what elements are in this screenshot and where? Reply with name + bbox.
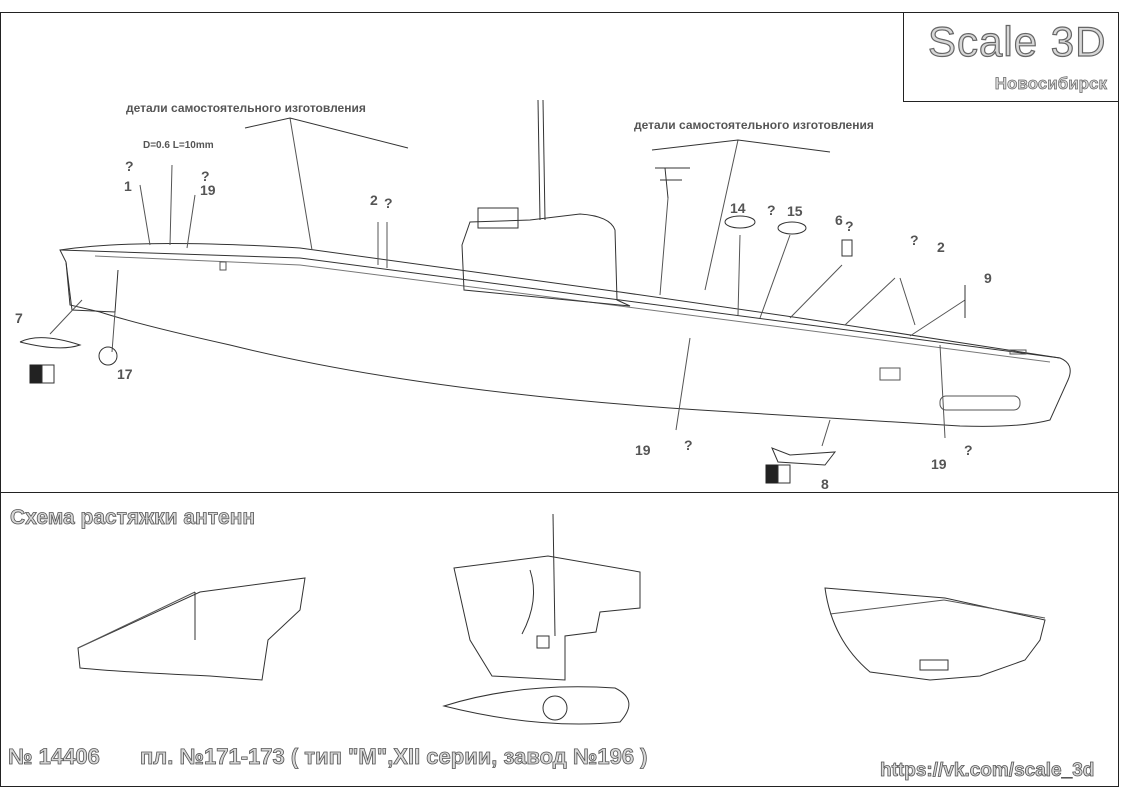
bracket-right [651, 139, 831, 153]
part-number-7: 7 [15, 310, 23, 326]
arrow-glyph-icon-left [29, 364, 55, 384]
hull-outline [59, 242, 1071, 427]
part-7 [19, 337, 82, 349]
scheme-bow [824, 587, 1046, 681]
leader-lines [49, 117, 966, 447]
question-14: ? [767, 202, 776, 218]
stern-fin [65, 261, 119, 313]
section-divider [0, 492, 1119, 493]
part-15 [777, 221, 807, 235]
logo-title: Scale 3D [927, 17, 1107, 65]
part-number-19a: 19 [200, 182, 216, 198]
question-2a: ? [384, 195, 393, 211]
deck-line [59, 249, 1061, 359]
question-19a: ? [201, 168, 210, 184]
part-number-14: 14 [730, 200, 746, 216]
part-number-6: 6 [835, 212, 843, 228]
part-number-8: 8 [821, 476, 829, 492]
tower-rail [477, 207, 519, 229]
scheme-title: Схема растяжки антенн [10, 506, 256, 530]
logo-box: Scale 3D Новосибирск [903, 12, 1119, 102]
part-number-19b: 19 [635, 442, 651, 458]
scheme-stern [77, 577, 306, 681]
conning-tower [461, 213, 631, 307]
self-made-label-left: детали самостоятельного изготовления [126, 101, 366, 115]
scheme-plan [442, 686, 630, 725]
arrow-glyph-icon-bottom [765, 464, 791, 484]
part-number-1: 1 [124, 178, 132, 194]
dimension-label: D=0.6 L=10mm [143, 140, 214, 151]
part-number-15: 15 [787, 203, 803, 219]
part-number-19c: 19 [931, 456, 947, 472]
part-number-9: 9 [984, 270, 992, 286]
deck-gun [655, 167, 690, 199]
website-url: https://vk.com/scale_3d [880, 760, 1095, 782]
periscope [537, 99, 541, 221]
part-6 [841, 239, 853, 257]
hull-ports [219, 261, 1027, 411]
part-17 [98, 346, 118, 366]
part-number-2b: 2 [937, 239, 945, 255]
scheme-tower [453, 555, 641, 681]
logo-city: Новосибирск [994, 74, 1107, 94]
drawing-frame [0, 12, 1119, 787]
part-14 [724, 215, 756, 229]
deck-line-2 [94, 255, 1051, 363]
model-name: пл. №171-173 ( тип "М",XII серии, завод … [140, 744, 648, 770]
part-8 [771, 447, 837, 466]
part-number-17: 17 [117, 366, 133, 382]
question-19b: ? [684, 437, 693, 453]
question-6: ? [845, 218, 854, 234]
question-1: ? [125, 158, 134, 174]
question-2b: ? [910, 232, 919, 248]
part-number-2a: 2 [370, 192, 378, 208]
catalog-number: № 14406 [8, 744, 101, 770]
question-19c: ? [964, 442, 973, 458]
bracket-left [244, 117, 409, 149]
self-made-label-right: детали самостоятельного изготовления [634, 118, 874, 132]
